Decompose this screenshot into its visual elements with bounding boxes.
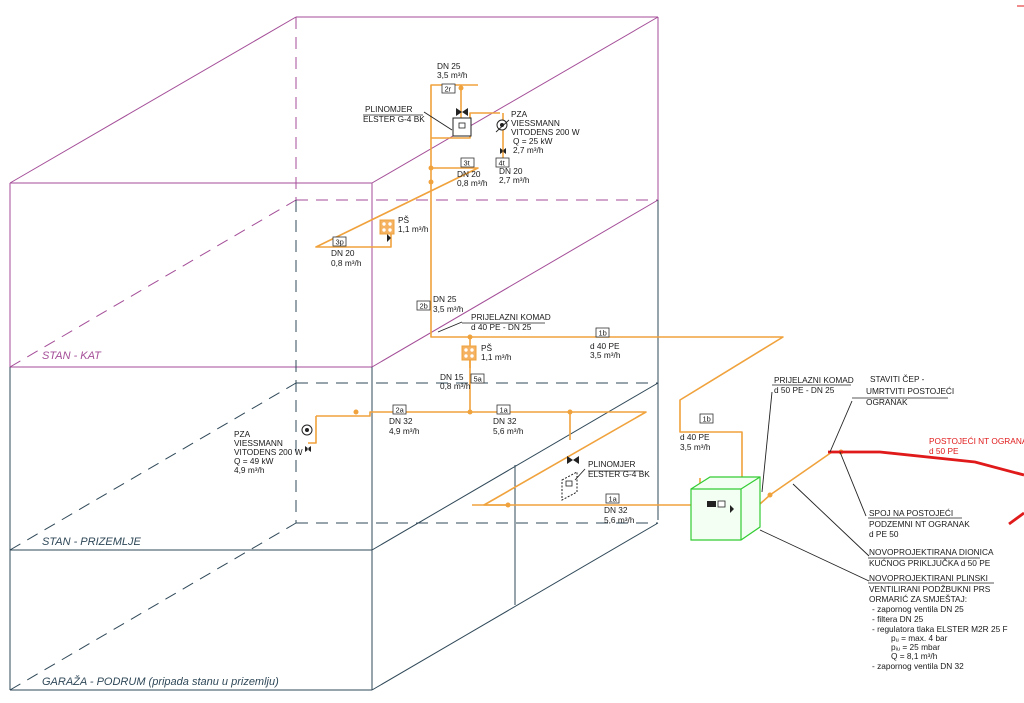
label-pza-low-1: PZA [234,429,251,439]
segment-tags: 2r 3t 4t 3p 2b 1b 5a 2a 1a 1b 1a [332,83,714,504]
leader-lines [423,111,870,582]
existing-nt-branch-end [1008,511,1024,526]
label-spoj-1: SPOJ NA POSTOJEĆI [869,508,953,518]
tag-2b: 2b [420,302,428,311]
label-prijelazni-2-2: d 50 PE - DN 25 [774,385,835,395]
label-ps-upper-2: 1,1 m³/h [398,224,429,234]
tag-3t: 3t [464,159,471,168]
label-novo-ormaric-7: pᵤ = max. 4 bar [891,633,948,643]
label-staviti-1: STAVITI ČEP - [870,374,925,384]
boiler-upper-icon [496,119,508,154]
label-plinomjer-low-2: ELSTER G-4 BK [588,469,650,479]
label-dn25-vert-2: 3,5 m³/h [433,304,464,314]
label-postojeci-1: POSTOJEĆI NT OGRANAK [929,436,1024,446]
tag-3p: 3p [336,238,344,247]
label-dn20-mid-1: DN 20 [457,169,481,179]
existing-nt-branch [828,450,1024,477]
label-dn20-mid-2: 0,8 m³/h [457,178,488,188]
tag-1a-upper: 1a [500,406,509,415]
label-staviti-2: UMRTVITI POSTOJEĆI [866,386,954,396]
label-pza-low-2: VIESSMANN [234,438,283,448]
label-pza-top-1: PZA [511,109,528,119]
label-dn25-top-2: 3,5 m³/h [437,70,468,80]
label-novo-ormaric-8: pᵢᵤ = 25 mbar [891,642,940,652]
label-dn32-left-1: DN 32 [389,416,413,426]
label-ps-upper-1: PŠ [398,215,410,225]
label-d40-lower-2: 3,5 m³/h [680,442,711,452]
label-d40-right-2: 3,5 m³/h [590,350,621,360]
label-dn15-2: 0,8 m³/h [440,381,471,391]
label-prijelazni-1-1: PRIJELAZNI KOMAD [471,312,551,322]
floor-label-podrum: GARAŽA - PODRUM (pripada stanu u prizeml… [42,675,279,688]
tag-2r: 2r [445,85,452,94]
label-novo-ormaric-6: - regulatora tlaka ELSTER M2R 25 F [872,624,1008,634]
label-novo-ormaric-2: VENTILIRANI PODŽBUKNI PRS [869,584,991,594]
label-pza-top-5: 2,7 m³/h [513,145,544,155]
label-dn32-bottom-1: DN 32 [604,505,628,515]
label-spoj-2: PODZEMNI NT OGRANAK [869,519,970,529]
regulator-cabinet [690,476,761,541]
pipe-joints [353,85,844,508]
label-dn15-1: DN 15 [440,372,464,382]
label-dn20-right-2: 2,7 m³/h [499,175,530,185]
label-plinomjer-top-2: ELSTER G-4 BK [363,114,425,124]
floor-kat-outline [9,16,659,368]
label-staviti-3: OGRANAK [866,397,908,407]
label-dn32-bottom-2: 5,6 m³/h [604,515,635,525]
label-dn32-mid-1: DN 32 [493,416,517,426]
tag-2a: 2a [396,406,405,415]
label-dn32-mid-2: 5,6 m³/h [493,426,524,436]
tag-5a: 5a [474,375,483,384]
label-dn25-vert-1: DN 25 [433,294,457,304]
stove-lower-icon [461,345,477,361]
label-novo-ormaric-1: NOVOPROJEKTIRANI PLINSKI [869,573,988,583]
gas-meter-lower [561,456,579,501]
stove-upper-icon [379,219,395,242]
label-plinomjer-top-1: PLINOMJER [365,104,412,114]
tag-1a-lower: 1a [609,495,618,504]
floor-lower-outline [9,200,659,691]
label-novo-dionica-1: NOVOPROJEKTIRANA DIONICA [869,547,994,557]
label-novo-ormaric-4: - zapornog ventila DN 25 [872,604,964,614]
label-pza-top-4: Q = 25 kW [513,136,553,146]
label-novo-ormaric-3: ORMARIĆ ZA SMJEŠTAJ: [869,594,967,604]
label-pza-low-5: 4,9 m³/h [234,465,265,475]
label-pza-low-4: Q = 49 kW [234,456,274,466]
label-pza-top-2: VIESSMANN [511,118,560,128]
label-ps-lower-2: 1,1 m³/h [481,352,512,362]
gas-meter-upper [452,108,472,137]
gas-pipes [308,84,833,531]
tag-1b-lower: 1b [703,415,711,424]
annotations: DN 25 3,5 m³/h PLINOMJER ELSTER G-4 BK P… [234,61,1024,671]
label-dn32-left-2: 4,9 m³/h [389,426,420,436]
label-prijelazni-2-1: PRIJELAZNI KOMAD [774,375,854,385]
label-pza-top-3: VITODENS 200 W [511,127,580,137]
tag-4t: 4t [499,159,506,168]
boiler-lower-icon [301,424,313,452]
label-dn20-left-1: DN 20 [331,248,355,258]
label-pza-low-3: VITODENS 200 W [234,447,303,457]
label-d40-right-1: d 40 PE [590,341,620,351]
label-novo-ormaric-9: Q = 8,1 m³/h [891,651,938,661]
label-novo-ormaric-5: - filtera DN 25 [872,614,924,624]
label-novo-dionica-2: KUĆNOG PRIKLJUČKA d 50 PE [869,558,991,568]
label-dn25-top-1: DN 25 [437,61,461,71]
label-dn20-right-1: DN 20 [499,166,523,176]
label-prijelazni-1-2: d 40 PE - DN 25 [471,322,532,332]
label-dn20-left-2: 0,8 m³/h [331,258,362,268]
label-underlines [363,114,994,584]
label-d40-lower-1: d 40 PE [680,432,710,442]
label-spoj-3: d PE 50 [869,529,899,539]
label-novo-ormaric-10: - zapornog ventila DN 32 [872,661,964,671]
tag-1b-upper: 1b [599,329,607,338]
floor-label-kat: STAN - KAT [42,350,102,362]
label-postojeci-2: d 50 PE [929,446,959,456]
floor-label-prizemlje: STAN - PRIZEMLJE [42,536,141,548]
label-plinomjer-low-1: PLINOMJER [588,459,635,469]
label-ps-lower-1: PŠ [481,343,493,353]
